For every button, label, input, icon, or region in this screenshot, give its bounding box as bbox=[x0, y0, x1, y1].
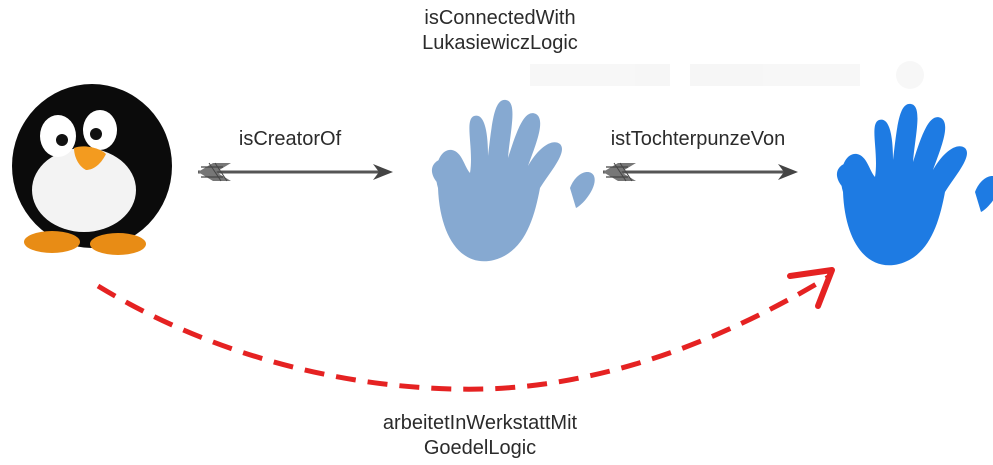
label-top-line2: LukasiewiczLogic bbox=[422, 32, 578, 54]
iscreatorof-arrow bbox=[196, 161, 395, 183]
red-dashed-arrow bbox=[96, 267, 835, 392]
hand-print-light-icon bbox=[431, 99, 595, 262]
label-top-line1: isConnectedWith bbox=[424, 7, 576, 29]
label-bottom-line2: GoedelLogic bbox=[423, 437, 537, 459]
isttochterpunzevon-arrow bbox=[601, 161, 800, 183]
background-decoration bbox=[530, 61, 924, 89]
label-iscreatorof: isCreatorOf bbox=[238, 128, 342, 150]
label-isconnectedwith: isConnectedWith LukasiewiczLogic bbox=[400, 6, 600, 56]
label-bottom-line1: arbeitetInWerkstattMit bbox=[382, 412, 578, 434]
label-isttochterpunzevon: istTochterpunzeVon bbox=[610, 128, 786, 150]
hand-print-blue-icon bbox=[836, 103, 993, 266]
label-arbeitetinwerkstattmit: arbeitetInWerkstattMit GoedelLogic bbox=[370, 411, 590, 461]
penguin-icon bbox=[12, 84, 172, 255]
